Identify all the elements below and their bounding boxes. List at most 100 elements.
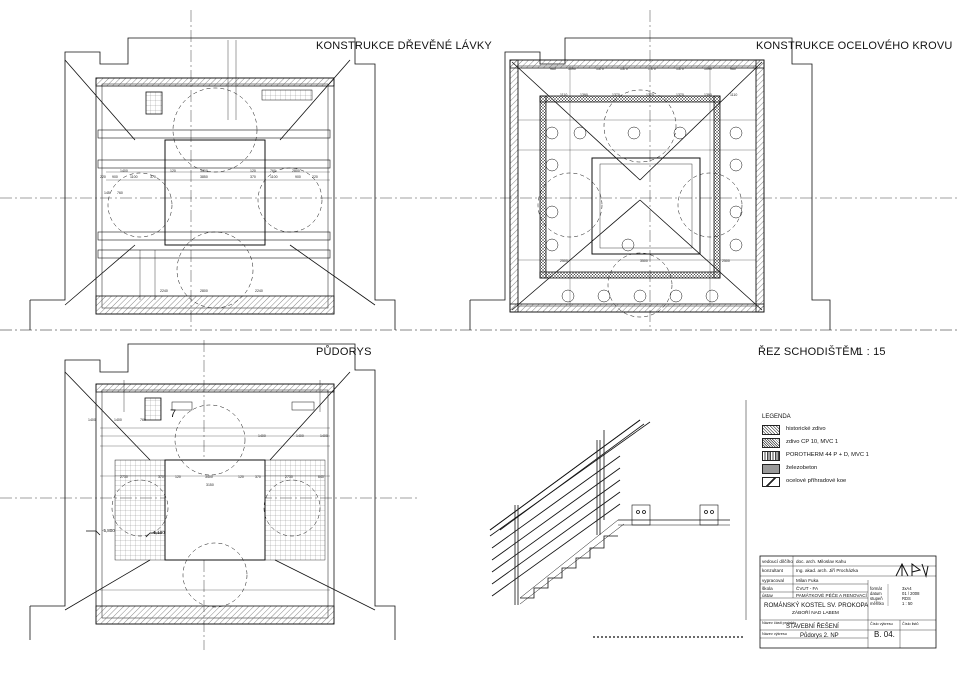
- svg-text:1400: 1400: [296, 434, 304, 438]
- tb-key-author: vypracoval: [762, 578, 784, 583]
- svg-text:120: 120: [238, 475, 244, 479]
- svg-text:120: 120: [250, 169, 256, 173]
- legend-label-porotherm: POROTHERM 44 P + D, MVC 1: [786, 452, 869, 458]
- svg-text:1110: 1110: [560, 93, 567, 97]
- tb-key-supervisor: vedoucí dílčího: [762, 559, 793, 564]
- tb-meta-val-scale: 1 : 50: [902, 601, 913, 606]
- svg-text:370: 370: [255, 475, 261, 479]
- svg-text:1370: 1370: [676, 93, 684, 97]
- svg-text:1100: 1100: [130, 175, 138, 179]
- svg-text:3400: 3400: [200, 169, 208, 173]
- level-mark-1: -5,800: [102, 528, 115, 533]
- svg-text:3150: 3150: [206, 483, 214, 487]
- svg-text:2800: 2800: [200, 289, 208, 293]
- svg-text:1390: 1390: [580, 93, 588, 97]
- svg-text:2500: 2500: [722, 259, 730, 263]
- svg-text:760: 760: [270, 169, 276, 173]
- svg-text:1400: 1400: [320, 434, 328, 438]
- legend-heading: LEGENDA: [762, 414, 791, 420]
- svg-text:2500: 2500: [560, 259, 568, 263]
- svg-text:2730: 2730: [285, 475, 293, 479]
- legend-swatch-historic: [762, 425, 780, 435]
- title-scale: 1 : 15: [857, 346, 886, 358]
- legend-swatch-truss: [762, 477, 780, 487]
- legend-label-brick: zdivo CP 10, MVC 1: [786, 439, 839, 445]
- svg-text:220: 220: [100, 175, 106, 179]
- svg-text:370: 370: [158, 475, 164, 479]
- tb-key-school: škola: [762, 586, 773, 591]
- tb-key-institute: ústav: [762, 593, 773, 598]
- svg-text:1370: 1370: [612, 93, 620, 97]
- title-stair-section: ŘEZ SCHODIŠTĚM: [758, 346, 860, 358]
- svg-text:2240: 2240: [255, 289, 263, 293]
- tb-stage: STAVEBNÍ ŘEŠENÍ: [786, 624, 839, 630]
- svg-text:1400: 1400: [114, 418, 122, 422]
- svg-text:1390: 1390: [704, 93, 712, 97]
- legend-swatch-porotherm: [762, 451, 780, 461]
- tb-number-label: Číslo výkresu: [870, 622, 893, 626]
- tb-place: ZÁBOŘÍ NAD LABEM: [792, 611, 839, 616]
- svg-text:1100: 1100: [270, 175, 278, 179]
- tb-project: ROMÁNSKÝ KOSTEL SV. PROKOPA: [764, 602, 869, 609]
- svg-text:1400: 1400: [120, 169, 128, 173]
- svg-text:960: 960: [550, 67, 556, 71]
- svg-text:1090: 1090: [704, 67, 712, 71]
- legend-label-concrete: železobeton: [786, 465, 818, 471]
- tb-number: B. 04.: [874, 630, 895, 639]
- tb-meta-key-scale: měřítko: [870, 601, 884, 606]
- svg-text:900: 900: [112, 175, 118, 179]
- svg-text:960: 960: [730, 67, 736, 71]
- tb-drawing: Půdorys 2. NP: [800, 633, 839, 639]
- svg-text:1370: 1370: [676, 67, 684, 71]
- legend-label-historic: historické zdivo: [786, 426, 826, 432]
- svg-text:1370: 1370: [620, 67, 628, 71]
- svg-text:2800: 2800: [292, 169, 300, 173]
- svg-text:120: 120: [175, 475, 181, 479]
- svg-text:1090: 1090: [568, 67, 576, 71]
- svg-text:370: 370: [250, 175, 256, 179]
- tb-meta-val-stage: RDS: [902, 596, 911, 601]
- svg-text:760: 760: [140, 418, 146, 422]
- svg-text:1370: 1370: [646, 93, 654, 97]
- svg-text:120: 120: [170, 169, 176, 173]
- svg-text:1110: 1110: [730, 93, 737, 97]
- tb-key-consultant: konzultant: [762, 568, 783, 573]
- svg-text:145: 145: [104, 191, 110, 195]
- svg-text:1400: 1400: [88, 418, 96, 422]
- legend-swatch-concrete: [762, 464, 780, 474]
- svg-text:2730: 2730: [120, 475, 128, 479]
- tb-drawing-label: Název výkresu: [762, 632, 787, 636]
- school-emblem-icon: [895, 562, 929, 578]
- svg-text:1400: 1400: [258, 434, 266, 438]
- svg-text:1370: 1370: [648, 67, 656, 71]
- svg-text:3500: 3500: [640, 259, 648, 263]
- tb-meta-key-stage: stupeň: [870, 596, 883, 601]
- tb-val-author: Milan Fuka: [796, 578, 819, 583]
- svg-text:3400: 3400: [205, 475, 213, 479]
- level-mark-2: -5,100: [152, 530, 165, 535]
- tb-val-supervisor: doc. arch. Miloslav Kahu: [796, 559, 847, 564]
- svg-text:1370: 1370: [596, 67, 604, 71]
- tb-count-label: Číslo listů: [902, 622, 919, 626]
- tb-meta-key-format: formát: [870, 586, 882, 591]
- legend-label-truss: ocelové příhradové koe: [786, 478, 847, 484]
- tb-val-consultant: Ing. akad. arch. Jiří Procházka: [796, 568, 859, 573]
- svg-text:3850: 3850: [200, 175, 208, 179]
- tb-meta-val-date: 01 / 2008: [902, 591, 920, 596]
- legend-swatch-brick: [762, 438, 780, 448]
- svg-text:760: 760: [117, 191, 123, 195]
- tb-stage-label: Název části projektu: [762, 621, 797, 625]
- svg-text:900: 900: [295, 175, 301, 179]
- svg-text:220: 220: [312, 175, 318, 179]
- room-number: 7: [170, 408, 177, 420]
- title-floor-plan: PŮDORYS: [316, 346, 372, 358]
- tb-meta-val-format: 3xA4: [902, 586, 912, 591]
- svg-text:640: 640: [318, 475, 324, 479]
- tb-val-school: ČVUT - FA: [796, 586, 819, 591]
- title-wooden-walkway: KONSTRUKCE DŘEVĚNÉ LÁVKY: [316, 40, 492, 52]
- tb-val-institute: PAMÁTKOVÉ PÉČE A RENOVACÍ: [796, 593, 867, 598]
- title-steel-truss: KONSTRUKCE OCELOVÉHO KROVU: [756, 40, 953, 52]
- tb-meta-key-date: datum: [870, 591, 882, 596]
- svg-text:2240: 2240: [160, 289, 168, 293]
